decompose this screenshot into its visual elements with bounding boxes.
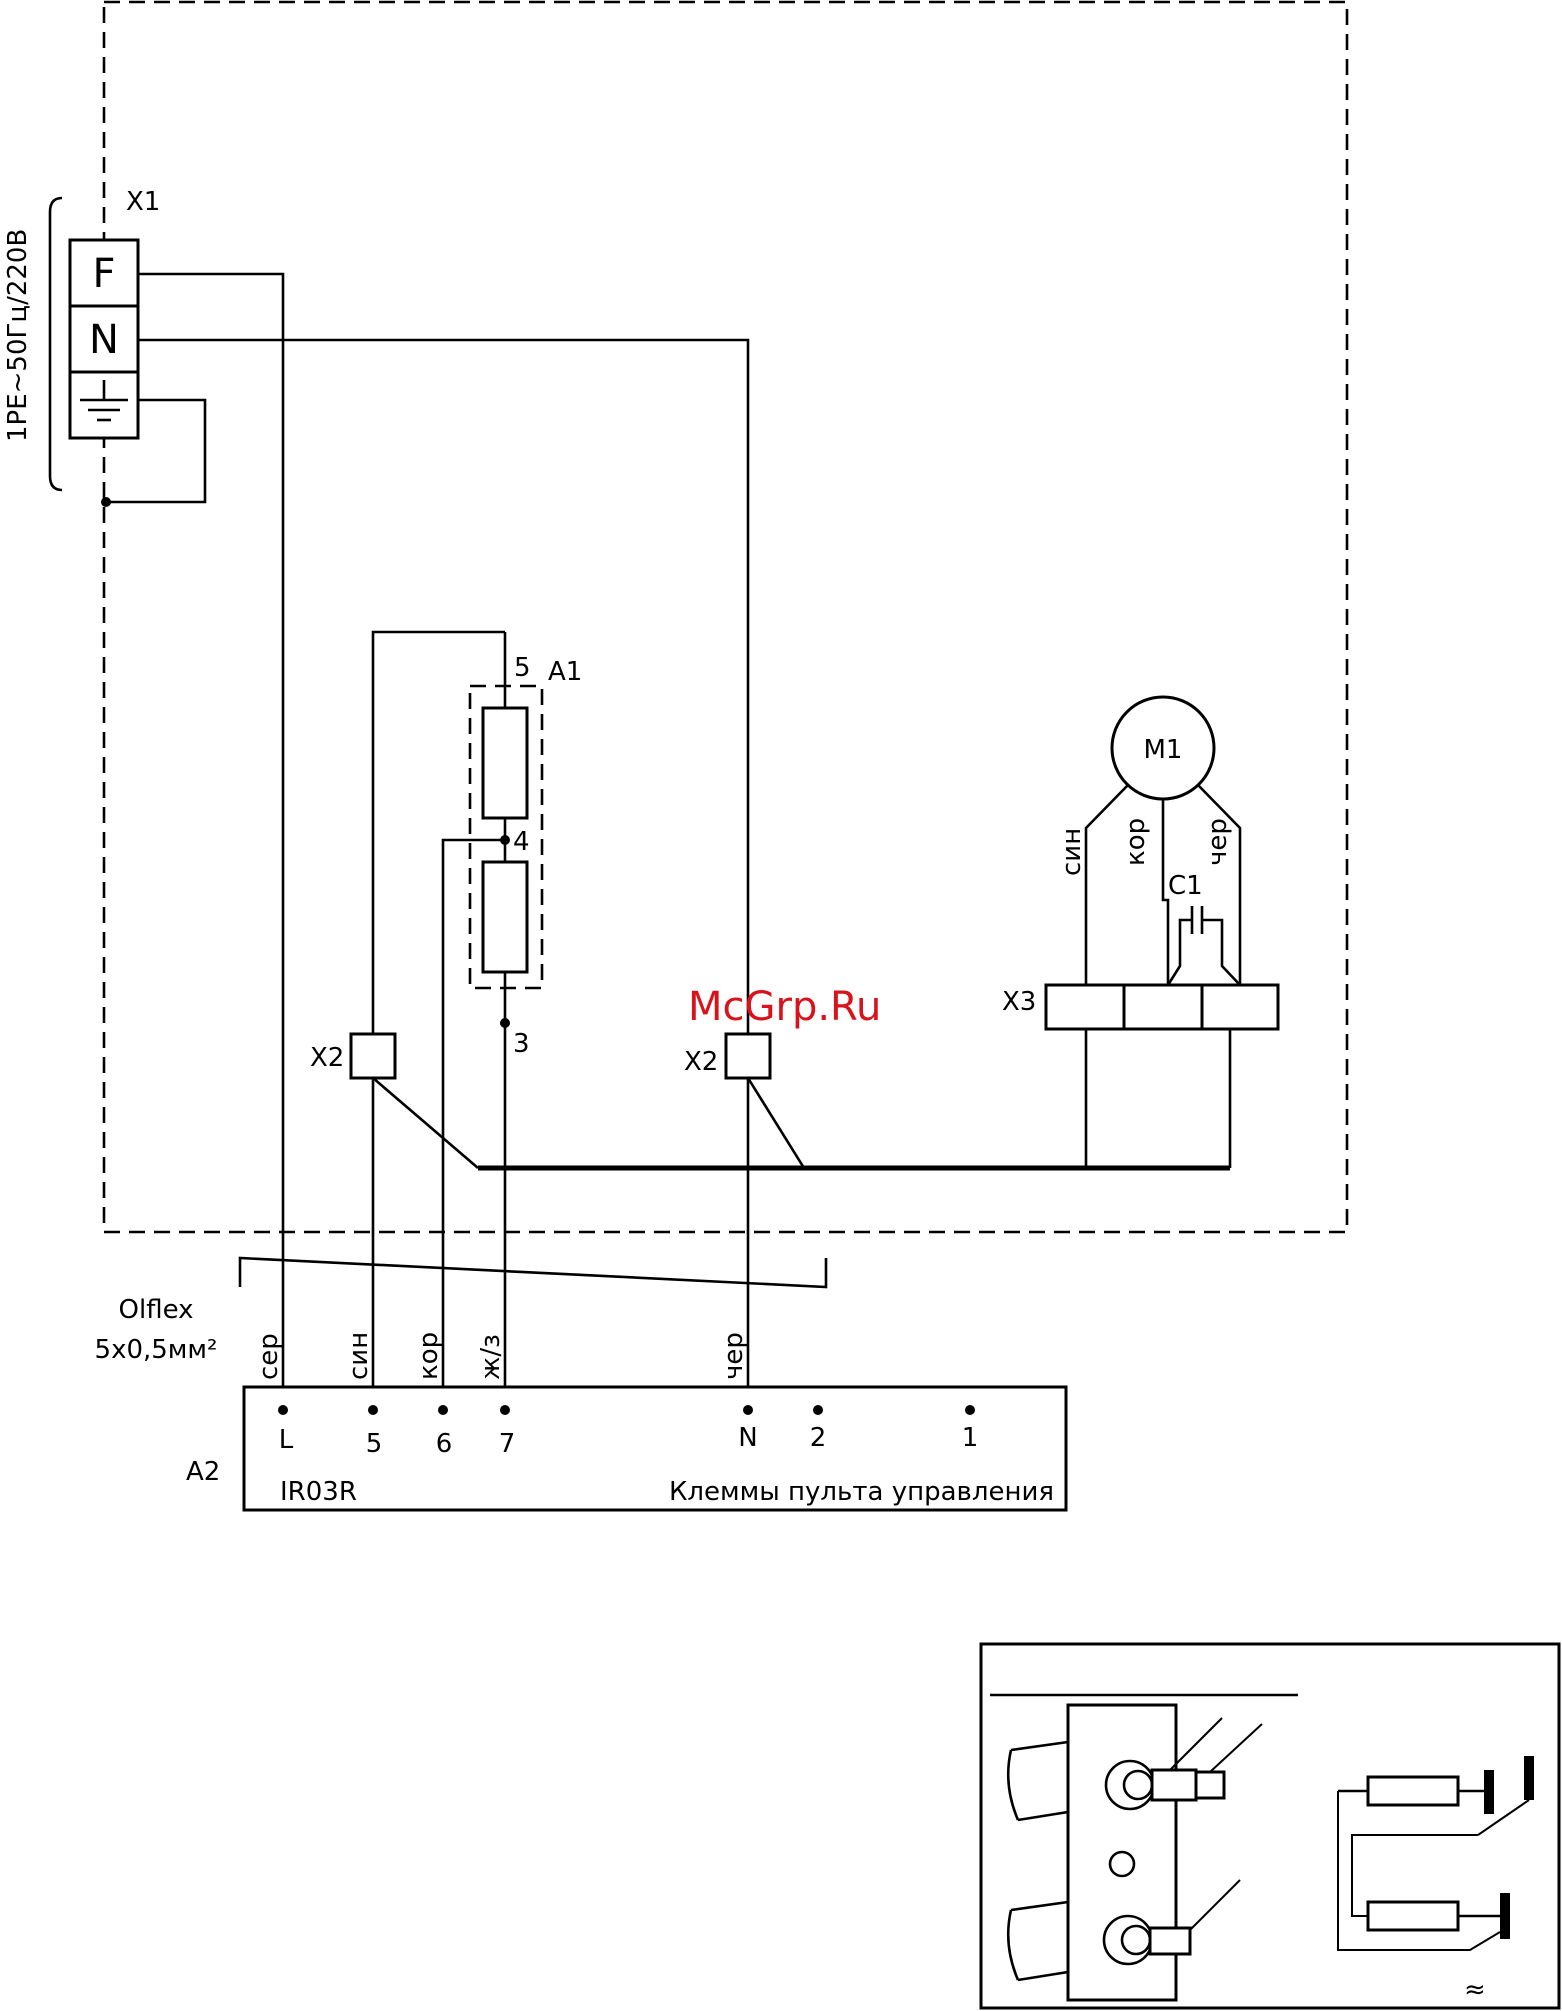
- cable-spec-label: 5x0,5мм²: [95, 1335, 218, 1365]
- terminal-5-label: 5: [366, 1429, 383, 1459]
- x3-terminal-1: [1046, 985, 1124, 1029]
- pe-junction: [101, 497, 111, 507]
- terminal-2-label: 2: [810, 1423, 827, 1453]
- heating-element-upper: [483, 708, 527, 818]
- wire-gray-label: сер: [254, 1333, 284, 1380]
- wire-f-l: [138, 274, 283, 1410]
- a2-label: A2: [186, 1457, 220, 1487]
- wire-brown-label: кор: [414, 1332, 444, 1380]
- a1-pin4-label: 4: [513, 827, 530, 857]
- wire-yg-label: ж/з: [476, 1334, 506, 1380]
- watermark: McGrp.Ru: [688, 984, 881, 1030]
- x2-left-connector: [351, 1034, 395, 1078]
- wire-blue-label: син: [344, 1332, 374, 1380]
- x1-terminal-n-label: N: [89, 317, 119, 363]
- supply-label: 1PE~50Гц/220В: [3, 229, 33, 442]
- x2-left-label: X2: [310, 1043, 344, 1073]
- terminal-l-label: L: [279, 1425, 294, 1455]
- supply-bracket: [50, 198, 62, 490]
- c1-label: C1: [1168, 871, 1203, 901]
- a2-title-label: Клеммы пульта управления: [669, 1477, 1054, 1507]
- a2-model-label: IR03R: [280, 1477, 357, 1507]
- terminal-7-label: 7: [499, 1429, 516, 1459]
- x2-right-connector: [726, 1034, 770, 1078]
- heating-element-lower: [483, 862, 527, 972]
- terminal-1-label: 1: [962, 1423, 979, 1453]
- capacitor-c1: [1168, 906, 1240, 985]
- x3-label: X3: [1002, 987, 1036, 1017]
- inset-detail: ≈: [981, 1644, 1559, 2008]
- motor-wire-brown-label: кор: [1121, 818, 1151, 866]
- a1-label: A1: [548, 657, 582, 687]
- m1-label: M1: [1144, 735, 1183, 765]
- x3-terminal-2: [1124, 985, 1202, 1029]
- cable-bracket: [240, 1258, 826, 1287]
- motor-wire-black-label: чер: [1203, 818, 1233, 866]
- x3-terminal-3: [1202, 985, 1278, 1029]
- terminal-6-label: 6: [436, 1429, 453, 1459]
- terminal-n-label: N: [738, 1423, 757, 1453]
- x2-right-label: X2: [684, 1047, 718, 1077]
- wire-black-label: чер: [719, 1332, 749, 1380]
- approx-symbol: ≈: [1464, 1975, 1486, 2005]
- a1-pin3-junction: [500, 1018, 510, 1028]
- x1-label: X1: [126, 187, 160, 217]
- a1-pin3-label: 3: [513, 1029, 530, 1059]
- x1-terminal-f-label: F: [92, 251, 115, 297]
- cable-name-label: Olflex: [119, 1295, 194, 1325]
- motor-wire-blue-label: син: [1057, 828, 1087, 876]
- a1-pin5-label: 5: [514, 653, 531, 683]
